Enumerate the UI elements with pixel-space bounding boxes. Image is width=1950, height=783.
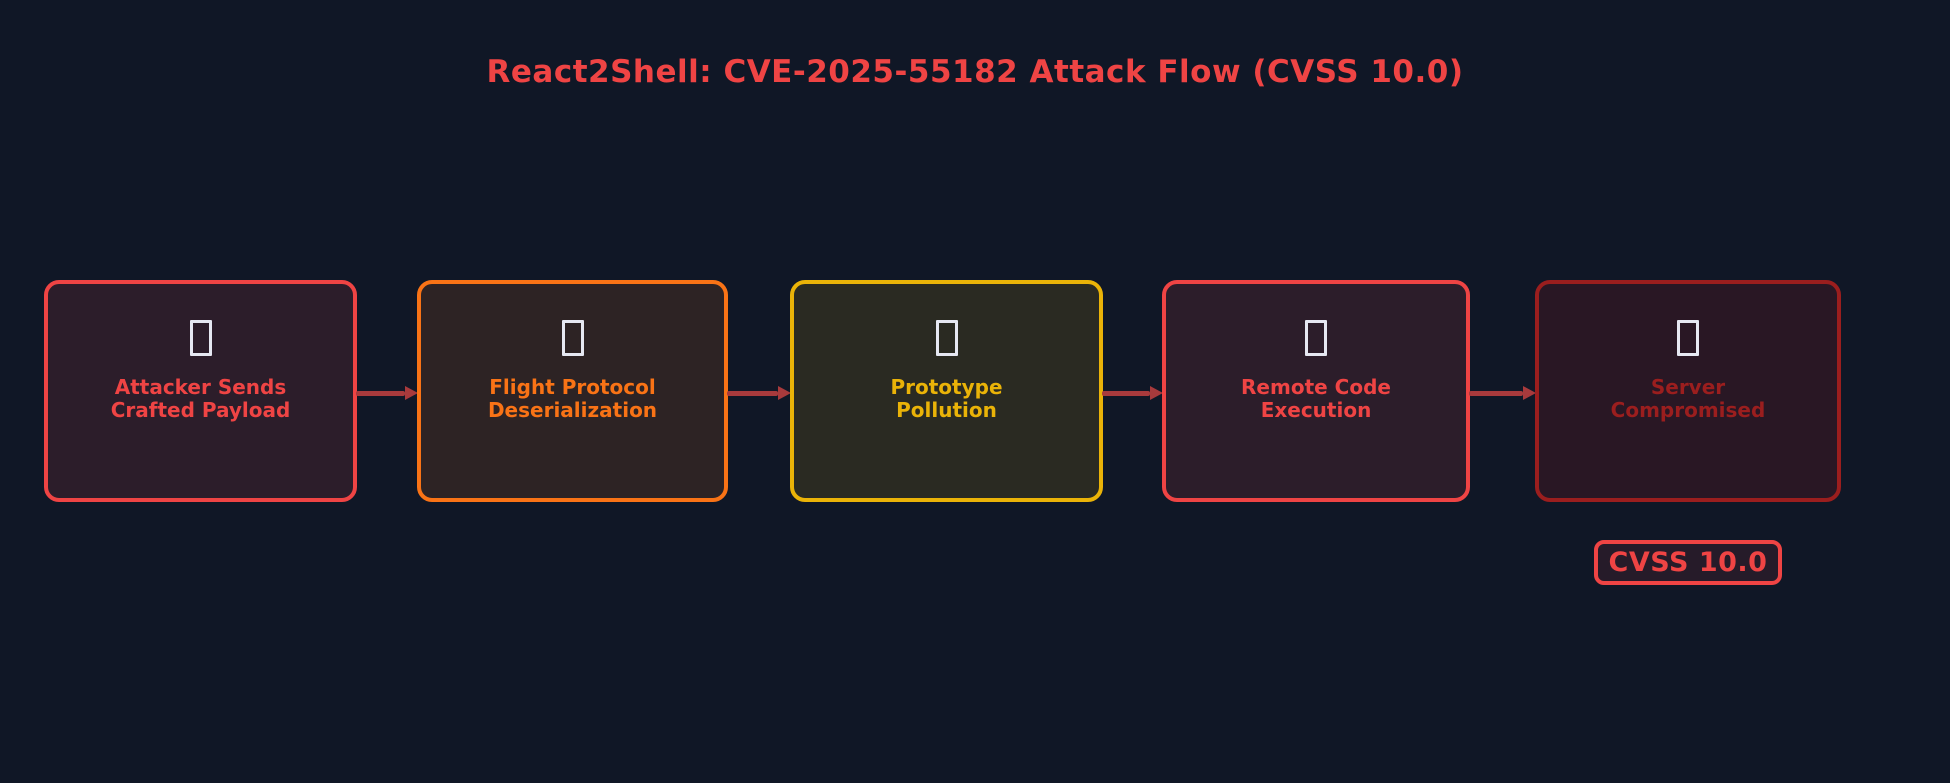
step-server-compromised: Server Compromised <box>1535 280 1841 502</box>
step-label: Server Compromised <box>1610 375 1766 422</box>
missing-glyph-icon <box>1305 320 1327 356</box>
flow-arrow-2 <box>727 384 791 402</box>
missing-glyph-icon <box>1677 320 1699 356</box>
step-flight-deserialization: Flight Protocol Deserialization <box>417 280 728 502</box>
step-attacker-payload: Attacker Sends Crafted Payload <box>44 280 357 502</box>
step-remote-code-execution: Remote Code Execution <box>1162 280 1470 502</box>
flow-arrow-1 <box>356 384 418 402</box>
step-label: Prototype Pollution <box>890 375 1003 422</box>
missing-glyph-icon <box>561 320 584 356</box>
step-prototype-pollution: Prototype Pollution <box>790 280 1103 502</box>
arrow-shaft <box>356 390 405 396</box>
step-label: Attacker Sends Crafted Payload <box>110 375 291 422</box>
flow-arrow-4 <box>1469 384 1536 402</box>
missing-glyph-icon <box>935 320 958 356</box>
arrow-shaft <box>727 390 778 396</box>
arrow-head-icon <box>1523 386 1536 400</box>
cvss-badge: CVSS 10.0 <box>1594 540 1782 585</box>
arrow-shaft <box>1469 390 1523 396</box>
step-label: Remote Code Execution <box>1241 375 1391 422</box>
flow-arrow-3 <box>1102 384 1163 402</box>
arrow-head-icon <box>405 386 418 400</box>
missing-glyph-icon <box>189 320 212 356</box>
arrow-head-icon <box>778 386 791 400</box>
page-title: React2Shell: CVE-2025-55182 Attack Flow … <box>486 54 1464 90</box>
step-label: Flight Protocol Deserialization <box>487 375 658 422</box>
arrow-head-icon <box>1150 386 1163 400</box>
arrow-shaft <box>1102 390 1150 396</box>
